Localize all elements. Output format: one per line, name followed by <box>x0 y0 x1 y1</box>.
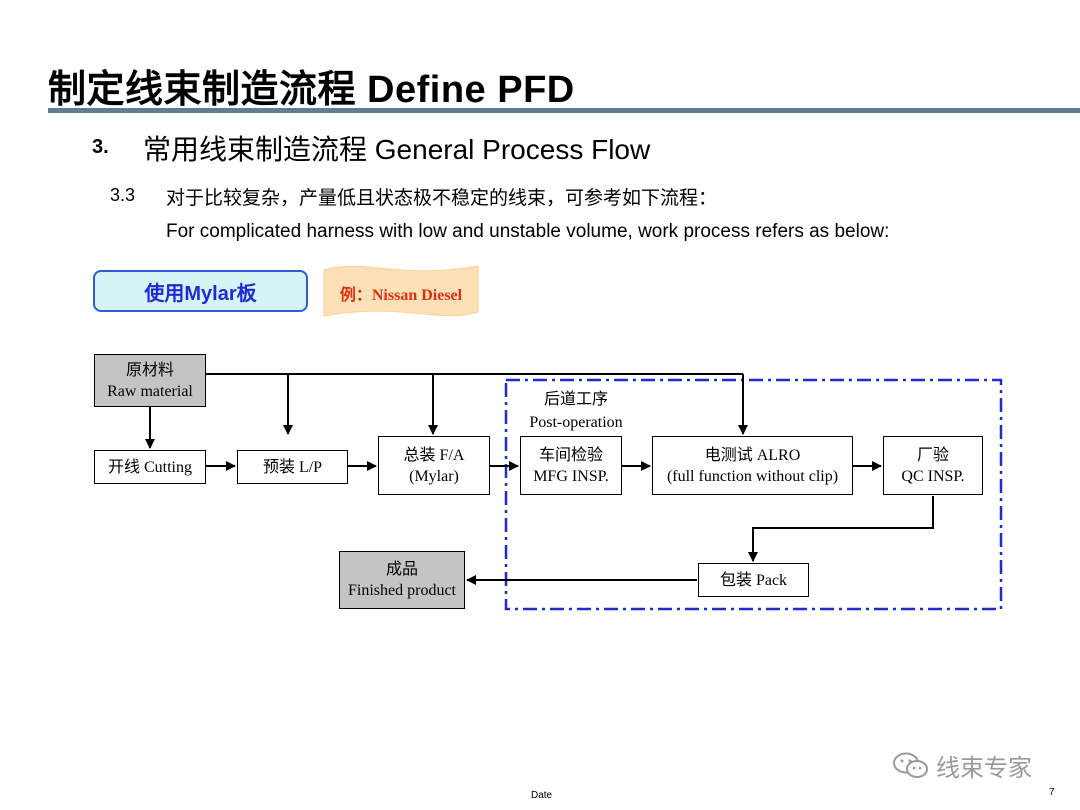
node-fa-cn: 总装 F/A <box>403 446 465 464</box>
node-finished-product: 成品 Finished product <box>339 551 465 609</box>
node-cutting-label: 开线 Cutting <box>107 458 192 476</box>
node-pack: 包装 Pack <box>698 563 809 597</box>
subsection-text-cn: 对于比较复杂，产量低且状态极不稳定的线束，可参考如下流程： <box>166 187 718 209</box>
node-qc-en: QC INSP. <box>901 467 965 485</box>
node-lp-label: 预装 L/P <box>262 458 323 476</box>
post-operation-label-cn: 后道工序 <box>543 391 608 408</box>
node-fa-en: (Mylar) <box>409 467 459 485</box>
node-alro-cn: 电测试 ALRO <box>704 446 801 464</box>
example-banner-shape <box>323 265 479 317</box>
node-raw-material-cn: 原材料 <box>125 361 174 379</box>
watermark: 线束专家 <box>892 748 1032 783</box>
node-alro: 电测试 ALRO (full function without clip) <box>652 436 853 495</box>
node-lp: 预装 L/P <box>237 450 348 484</box>
arrow-qc-to-pack <box>748 496 934 562</box>
footer-page-number: 7 <box>1049 787 1055 798</box>
mylar-board-label: 使用Mylar板 <box>93 270 308 312</box>
watermark-text: 线束专家 <box>936 755 1032 782</box>
slide-title: 制定线束制造流程 Define PFD <box>48 69 575 111</box>
node-mfg-en: MFG INSP. <box>533 467 609 485</box>
node-mfg-cn: 车间检验 <box>538 446 603 464</box>
section-number: 3. <box>92 136 109 158</box>
node-raw-material: 原材料 Raw material <box>94 354 206 407</box>
post-operation-label-en: Post-operation <box>529 414 623 431</box>
wechat-icon <box>893 752 928 778</box>
node-alro-en: (full function without clip) <box>666 467 839 485</box>
post-operation-frame <box>504 378 1003 611</box>
node-finished-en: Finished product <box>348 582 456 599</box>
node-fa: 总装 F/A (Mylar) <box>378 436 490 495</box>
node-pack-label: 包装 Pack <box>719 571 788 589</box>
node-qc-cn: 厂验 <box>916 446 949 464</box>
node-finished-cn: 成品 <box>385 561 418 578</box>
node-cutting: 开线 Cutting <box>94 450 206 484</box>
section-title: 常用线束制造流程 General Process Flow <box>143 134 651 165</box>
post-operation-label: 后道工序 Post-operation <box>506 388 646 434</box>
example-banner-text: 例：Nissan Diesel <box>339 287 463 304</box>
node-mfg-insp: 车间检验 MFG INSP. <box>520 436 622 495</box>
title-underline <box>48 108 1080 113</box>
node-qc-insp: 厂验 QC INSP. <box>883 436 983 495</box>
subsection-number: 3.3 <box>110 185 136 205</box>
node-raw-material-en: Raw material <box>107 382 193 400</box>
subsection-text-en: For complicated harness with low and uns… <box>166 221 890 242</box>
footer-date-label: Date <box>531 790 553 801</box>
